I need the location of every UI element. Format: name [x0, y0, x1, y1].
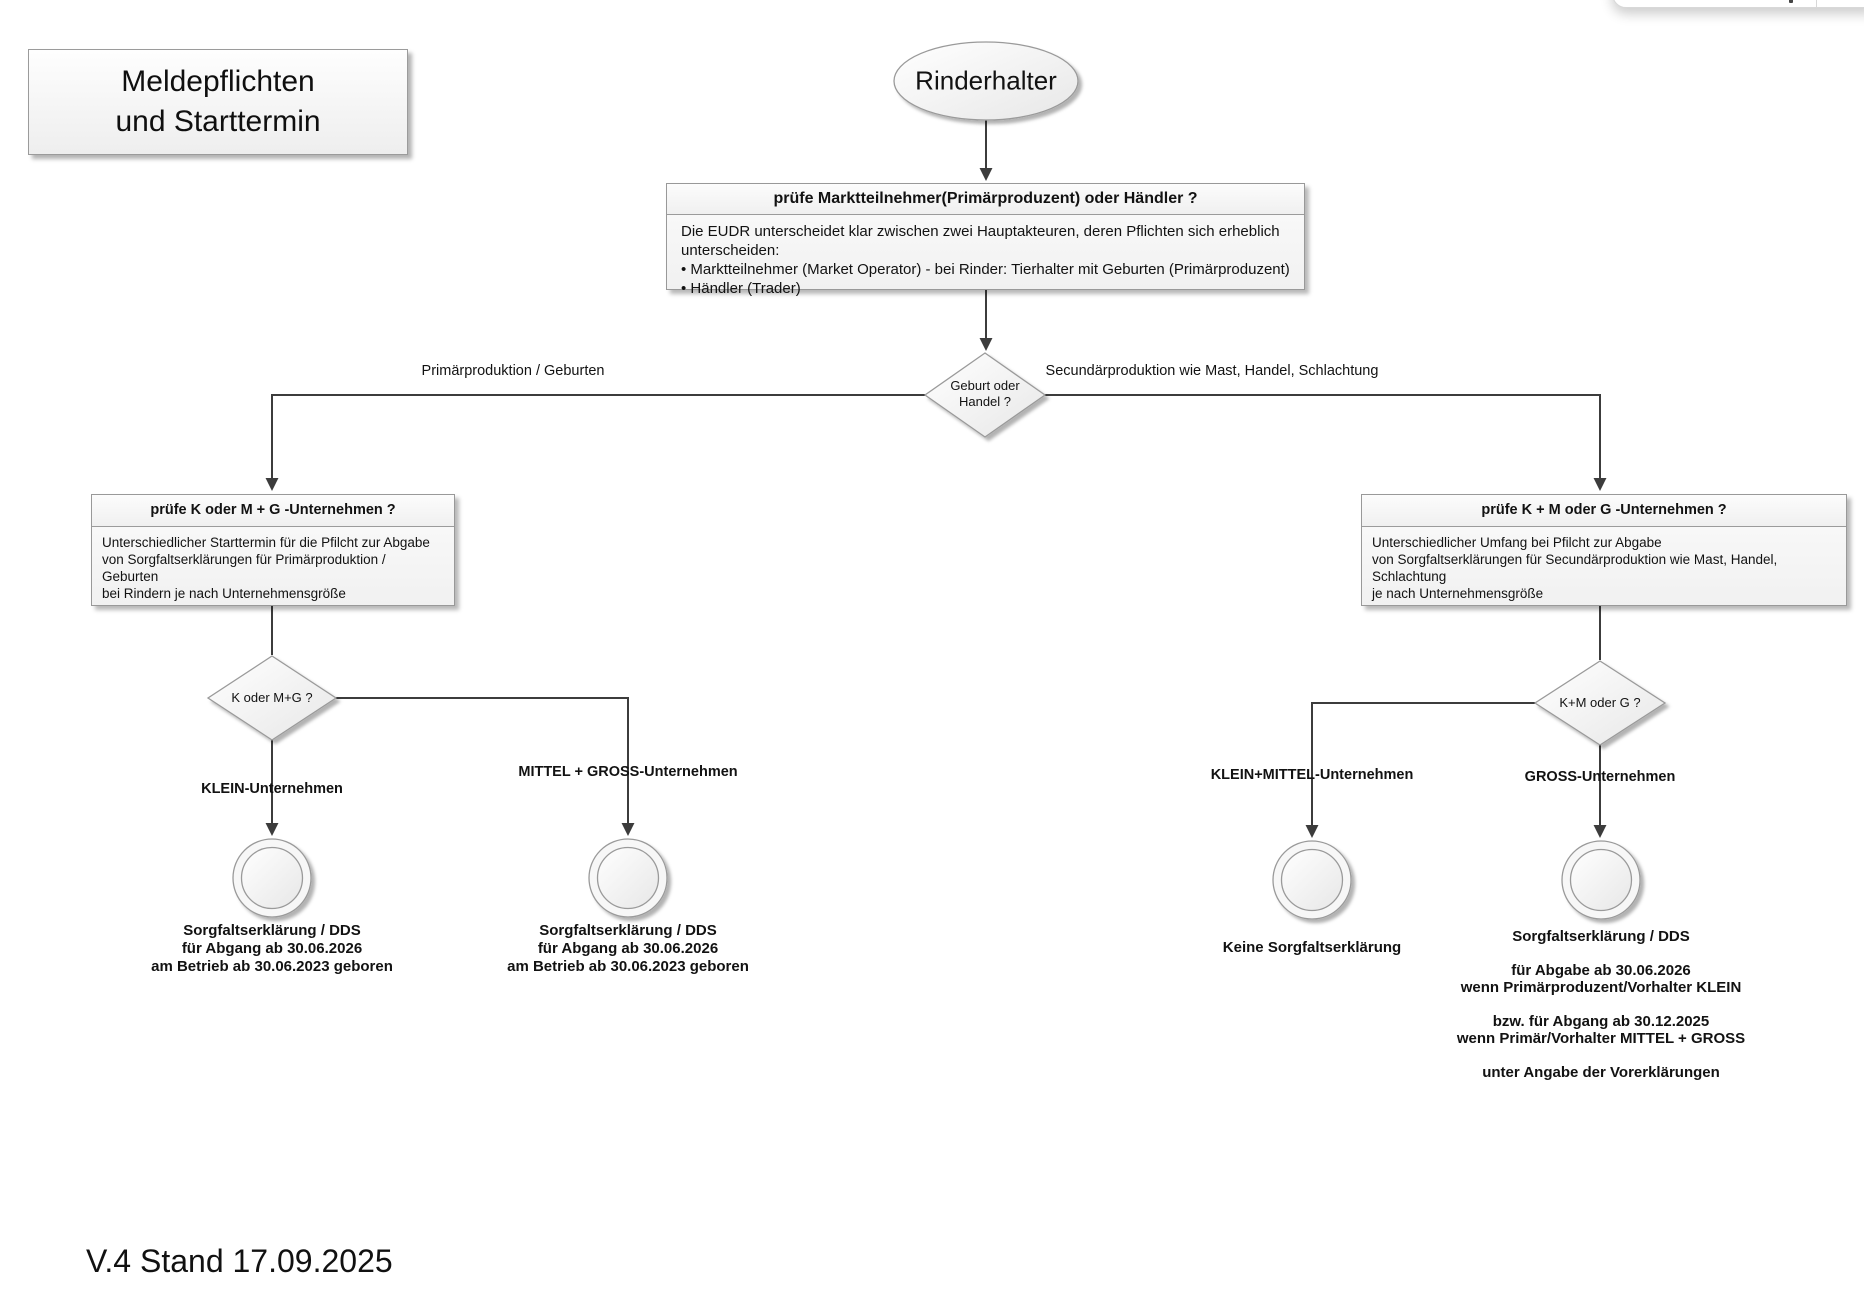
- version-note: V.4 Stand 17.09.2025: [86, 1243, 393, 1279]
- terminal-klein-shape: [232, 838, 312, 918]
- terminal-gross-shape: [1561, 840, 1641, 920]
- check-primary-body-line: von Sorgfaltserklärungen für Primärprodu…: [102, 552, 386, 584]
- decision-primary-shape: [206, 655, 338, 741]
- branch-label-gross: GROSS-Unternehmen: [1524, 769, 1676, 785]
- result-line: [1457, 1047, 1745, 1064]
- result-mittel-gross-text: Sorgfaltserklärung / DDS für Abgang ab 3…: [507, 922, 749, 976]
- result-line: wenn Primär/Vorhalter MITTEL + GROSS: [1456, 1030, 1746, 1047]
- title-line-1: Meldepflichten: [121, 65, 315, 98]
- check-secondary-body-line: von Sorgfaltserklärungen für Secundärpro…: [1372, 552, 1778, 584]
- result-line: Keine Sorgfaltserklärung: [1222, 939, 1402, 956]
- check-primary-body: Unterschiedlicher Starttermin für die Pf…: [92, 527, 454, 609]
- result-gross-text: Sorgfaltserklärung / DDS für Abgabe ab 3…: [1457, 928, 1745, 1081]
- toolbar-divider: [1816, 0, 1817, 7]
- result-line: bzw. für Abgang ab 30.12.2025: [1492, 1013, 1710, 1030]
- branch-label-mittel-gross: MITTEL + GROSS-Unternehmen: [518, 764, 738, 780]
- terminal-klein-mittel-shape: [1272, 840, 1352, 920]
- edge-decision-to-check-primary: [265, 394, 925, 491]
- check-primary-body-line: bei Rindern je nach Unternehmensgröße: [102, 586, 346, 601]
- result-line: [1457, 996, 1745, 1013]
- check-secondary-body-line: je nach Unternehmensgröße: [1372, 586, 1544, 601]
- result-klein-text: Sorgfaltserklärung / DDS für Abgang ab 3…: [151, 922, 393, 976]
- terminal-mittel-gross-shape: [588, 838, 668, 918]
- check-actor-body: Die EUDR unterscheidet klar zwischen zwe…: [667, 215, 1304, 305]
- check-secondary-body-line: Unterschiedlicher Umfang bei Pfilcht zur…: [1372, 535, 1662, 550]
- result-klein-mittel-text: Keine Sorgfaltserklärung: [1223, 939, 1401, 957]
- title-line-2: und Starttermin: [115, 105, 321, 138]
- check-actor-body-line: • Händler (Trader): [681, 280, 801, 297]
- check-primary-header: prüfe K oder M + G -Unternehmen ?: [92, 495, 454, 527]
- start-node-label: Rinderhalter: [915, 65, 1057, 96]
- title-box: Meldepflichten und Starttermin: [28, 49, 408, 155]
- decision-birth-trade-line2: Handel ?: [958, 394, 1012, 409]
- check-secondary-body: Unterschiedlicher Umfang bei Pfilcht zur…: [1362, 527, 1846, 609]
- result-line: Sorgfaltserklärung / DDS: [1512, 928, 1690, 945]
- decision-secondary-shape: [1533, 660, 1667, 746]
- result-line: am Betrieb ab 30.06.2023 geboren: [151, 958, 393, 975]
- check-secondary-box: prüfe K + M oder G -Unternehmen ? Unters…: [1361, 494, 1847, 606]
- check-actor-body-line: • Marktteilnehmer (Market Operator) - be…: [681, 261, 1290, 278]
- result-line: wenn Primärproduzent/Vorhalter KLEIN: [1460, 979, 1742, 996]
- check-primary-box: prüfe K oder M + G -Unternehmen ? Unters…: [91, 494, 455, 606]
- edge-decision-to-check-secondary: [1045, 394, 1607, 491]
- check-actor-header: prüfe Marktteilnehmer(Primärproduzent) o…: [667, 184, 1304, 215]
- decision-birth-trade-line1: Geburt oder: [950, 378, 1020, 393]
- result-line: [1457, 945, 1745, 962]
- check-actor-body-line: Die EUDR unterscheidet klar zwischen zwe…: [681, 223, 1280, 259]
- branch-label-klein: KLEIN-Unternehmen: [201, 781, 343, 797]
- cutoff-floating-toolbar[interactable]: [1612, 0, 1864, 8]
- decision-primary-label: K oder M+G ?: [231, 690, 313, 705]
- result-line: für Abgabe ab 30.06.2026: [1511, 962, 1691, 979]
- edge-mittel-gross-branch: [336, 697, 635, 836]
- edge-klein-mittel-branch: [1305, 702, 1535, 838]
- result-line: für Abgang ab 30.06.2026: [537, 940, 719, 957]
- branch-label-klein-mittel: KLEIN+MITTEL-Unternehmen: [1210, 767, 1414, 783]
- start-node-shape: [893, 41, 1079, 121]
- check-secondary-header: prüfe K + M oder G -Unternehmen ?: [1362, 495, 1846, 527]
- result-line: unter Angabe der Vorerklärungen: [1482, 1064, 1720, 1081]
- toolbar-caret-icon: [1789, 0, 1793, 3]
- check-primary-body-line: Unterschiedlicher Starttermin für die Pf…: [102, 535, 430, 550]
- edge-label-secondary: Secundärproduktion wie Mast, Handel, Sch…: [1045, 363, 1379, 379]
- result-line: am Betrieb ab 30.06.2023 geboren: [507, 958, 749, 975]
- edge-label-primary: Primärproduktion / Geburten: [421, 363, 605, 379]
- check-actor-box: prüfe Marktteilnehmer(Primärproduzent) o…: [666, 183, 1305, 297]
- decision-secondary-label: K+M oder G ?: [1559, 695, 1641, 710]
- decision-birth-trade-shape: [923, 352, 1047, 438]
- result-line: Sorgfaltserklärung / DDS: [539, 922, 717, 939]
- decision-birth-trade-label: Geburt oder Handel ?: [950, 378, 1019, 410]
- result-line: Sorgfaltserklärung / DDS: [183, 922, 361, 939]
- result-line: für Abgang ab 30.06.2026: [181, 940, 363, 957]
